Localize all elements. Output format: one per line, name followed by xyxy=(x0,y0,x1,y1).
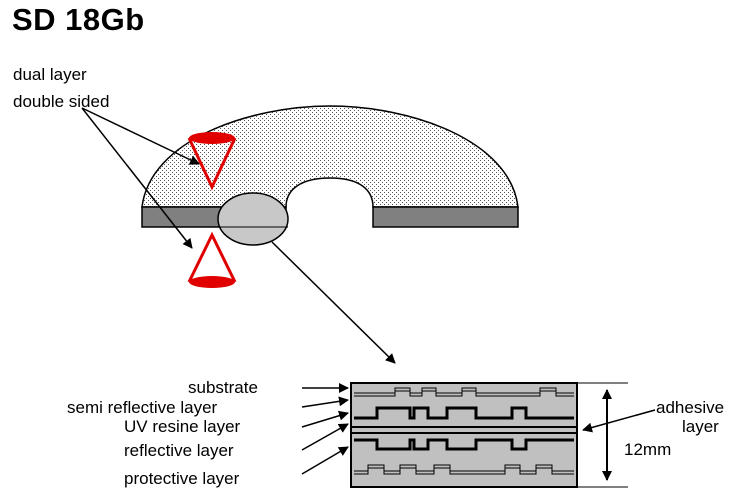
arrow-protective xyxy=(301,446,349,475)
arrow-to-layer-stack xyxy=(271,241,396,364)
top-laser-cone xyxy=(187,132,237,191)
disc-base-right xyxy=(372,206,519,228)
label-adhesive-layer: layer xyxy=(682,417,719,436)
label-dual-layer: dual layer xyxy=(13,65,87,84)
arrow-to-bottom-cone xyxy=(81,107,193,249)
magnifier-ellipse xyxy=(217,192,289,246)
page-title: SD 18Gb xyxy=(12,2,145,37)
label-substrate: substrate xyxy=(188,378,258,397)
label-uv-resine-layer: UV resine layer xyxy=(124,417,241,436)
arrow-semi-reflective xyxy=(301,396,349,408)
arrow-adhesive xyxy=(582,409,656,433)
label-thickness: 12mm xyxy=(624,440,672,459)
label-double-sided: double sided xyxy=(13,92,110,111)
arrow-uv-resine xyxy=(301,410,349,428)
layer-stack xyxy=(350,382,578,488)
disc-top-surface xyxy=(141,105,519,208)
label-reflective-layer: reflective layer xyxy=(124,441,234,460)
arrow-to-top-cone xyxy=(81,107,200,165)
label-protective-layer: protective layer xyxy=(124,469,240,488)
bottom-laser-cone xyxy=(187,231,237,288)
label-semi-reflective-layer: semi reflective layer xyxy=(67,398,218,417)
label-adhesive: adhesive xyxy=(656,398,725,417)
arrow-reflective xyxy=(301,423,349,451)
